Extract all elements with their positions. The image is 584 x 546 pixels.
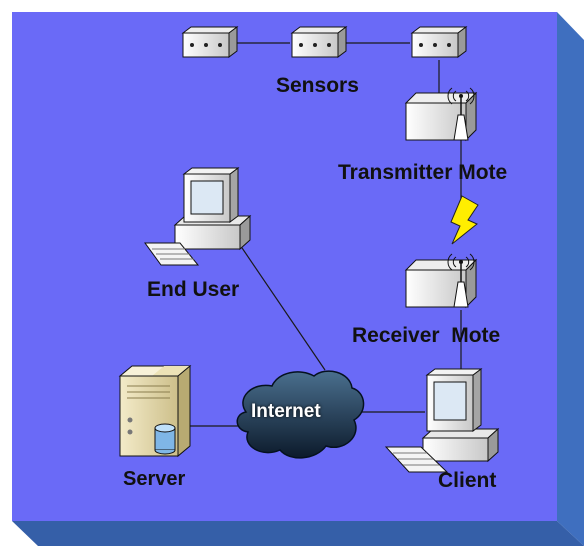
client-computer-icon: [384, 368, 500, 473]
sensor-icon: [290, 26, 348, 58]
end-user-computer-icon: [144, 167, 252, 266]
sensors-label: Sensors: [276, 74, 359, 97]
receiver-mote-icon: [404, 253, 478, 309]
receiver-mote-label: Receiver Mote: [352, 324, 501, 347]
wireless-link-icon: [450, 195, 479, 245]
connection-lines: [185, 42, 462, 427]
sensor-icon: [181, 26, 239, 58]
internet-cloud-icon: [236, 370, 365, 459]
transmitter-mote-icon: [404, 87, 478, 142]
enduser-to-internet-link: [237, 241, 326, 371]
transmitter-mote-label: Transmitter Mote: [338, 161, 508, 184]
client-label: Client: [438, 469, 497, 492]
end-user-label: End User: [147, 278, 240, 301]
server-icon: [118, 364, 192, 458]
sensor-icon: [410, 26, 468, 58]
server-label: Server: [123, 468, 186, 490]
internet-label: Internet: [251, 401, 321, 422]
